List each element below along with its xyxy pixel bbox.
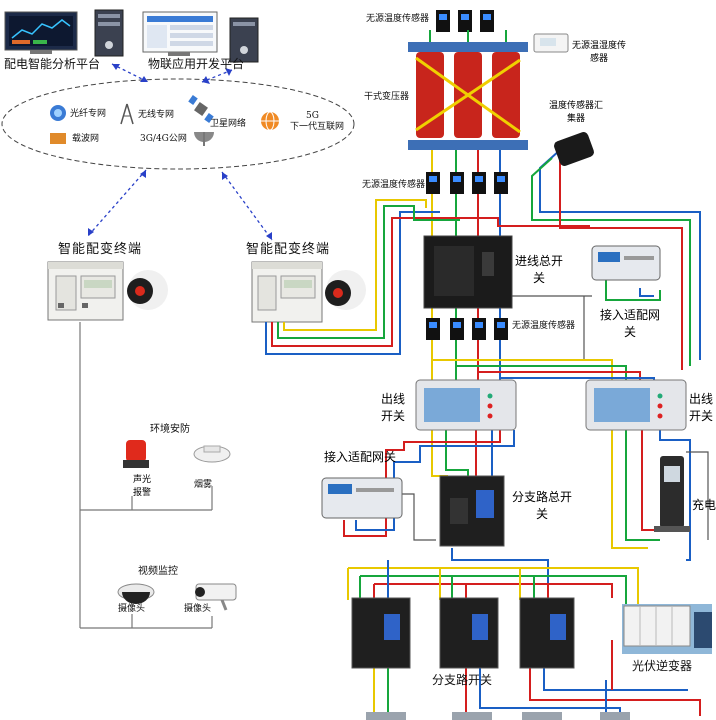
alarm-label: 声光报警 xyxy=(132,475,151,498)
branch-switch-label: 分支路开关 xyxy=(432,673,493,687)
bus-wires xyxy=(265,149,709,716)
terminal-left-title: 智能配变终端 xyxy=(58,242,143,257)
satellite-icon xyxy=(188,95,214,123)
wireless-tower-icon xyxy=(120,103,134,125)
smoke-label: 烟雾 xyxy=(194,480,213,490)
pv-inverter-label: 光伏逆变器 xyxy=(632,659,693,673)
platform-right-computer-icon xyxy=(142,11,259,63)
globe-icon xyxy=(261,111,279,131)
gateway-1-device xyxy=(591,245,661,281)
branch-main-switch-device xyxy=(439,475,505,547)
incoming-switch-device xyxy=(423,235,513,309)
aggregator-label: 温度传感器汇集器 xyxy=(548,101,603,124)
platform-left-label: 配电智能分析平台 xyxy=(4,57,101,71)
platform-left-computer-icon xyxy=(4,9,124,57)
bottom-devices-partial xyxy=(366,712,630,720)
incoming-switch-label: 进线总开关 xyxy=(514,254,563,285)
fiber-network-icon xyxy=(50,105,66,121)
gateway-1-label: 接入适配网关 xyxy=(600,308,661,339)
terminal-right-title: 智能配变终端 xyxy=(246,242,331,257)
branch-switch-3-device xyxy=(519,597,575,669)
bullet-camera-icon xyxy=(195,583,237,611)
outgoing-2-label: 出线开关 xyxy=(688,392,713,423)
dry-transformer xyxy=(408,30,528,150)
gateway-2-device xyxy=(321,477,403,519)
network-ellipse xyxy=(1,78,355,170)
smoke-detector-icon xyxy=(193,445,231,463)
branch-main-label: 分支路总开关 xyxy=(511,490,572,521)
sensor-mid-label: 无源温度传感器 xyxy=(512,321,576,331)
terminal-right-device xyxy=(251,261,323,323)
outgoing-switch-2-device xyxy=(585,379,687,431)
terminal-right-chip-icon xyxy=(325,270,366,310)
network-carrier-label: 载波网 xyxy=(72,134,100,144)
network-5g-label: 5G xyxy=(306,111,319,121)
security-title: 环境安防 xyxy=(150,424,190,435)
left-sensor-wires xyxy=(79,322,213,629)
network-cellular-label: 3G/4G公网 xyxy=(140,134,187,144)
platform-right-label: 物联应用开发平台 xyxy=(148,57,245,71)
dish-icon xyxy=(194,132,214,146)
pv-inverter-device xyxy=(622,604,712,654)
gateway-2-label: 接入适配网关 xyxy=(324,450,397,464)
network-satellite-label: 卫星网络 xyxy=(210,119,247,129)
video-title: 视频监控 xyxy=(138,566,178,577)
outgoing-switch-1-device xyxy=(415,379,517,431)
sensor-top-label: 无源温度传感器 xyxy=(366,14,430,24)
terminal-left-chip-icon xyxy=(127,270,168,310)
outgoing-1-label: 出线开关 xyxy=(380,392,405,423)
camera-1-label: 摄像头 xyxy=(118,604,146,614)
top-temp-sensors xyxy=(436,10,494,32)
camera-2-label: 摄像头 xyxy=(184,604,212,614)
sensor-bottom-label: 无源温度传感器 xyxy=(362,180,426,190)
charger-device xyxy=(654,456,690,532)
aggregator-icon xyxy=(554,132,594,166)
network-fiber-label: 光纤专网 xyxy=(70,109,107,119)
terminal-left-device xyxy=(47,261,124,321)
network-links xyxy=(87,63,273,241)
mid-temp-sensors-lower xyxy=(426,318,508,340)
dome-camera-icon xyxy=(117,583,155,604)
transformer-label: 干式变压器 xyxy=(364,92,410,102)
temp-humidity-sensor-icon xyxy=(533,33,569,53)
temp-humidity-label: 无源温湿度传感器 xyxy=(572,41,627,64)
charger-label: 充电桩 xyxy=(692,498,716,512)
branch-switch-1-device xyxy=(351,597,411,669)
network-nextgen-label: 下一代互联网 xyxy=(290,122,345,132)
network-link-arrows xyxy=(88,64,272,240)
alarm-light-icon xyxy=(123,440,149,468)
network-wireless-label: 无线专网 xyxy=(138,110,175,120)
branch-switch-2-device xyxy=(439,597,499,669)
mid-temp-sensors-upper xyxy=(426,172,508,194)
carrier-network-icon xyxy=(50,133,66,144)
